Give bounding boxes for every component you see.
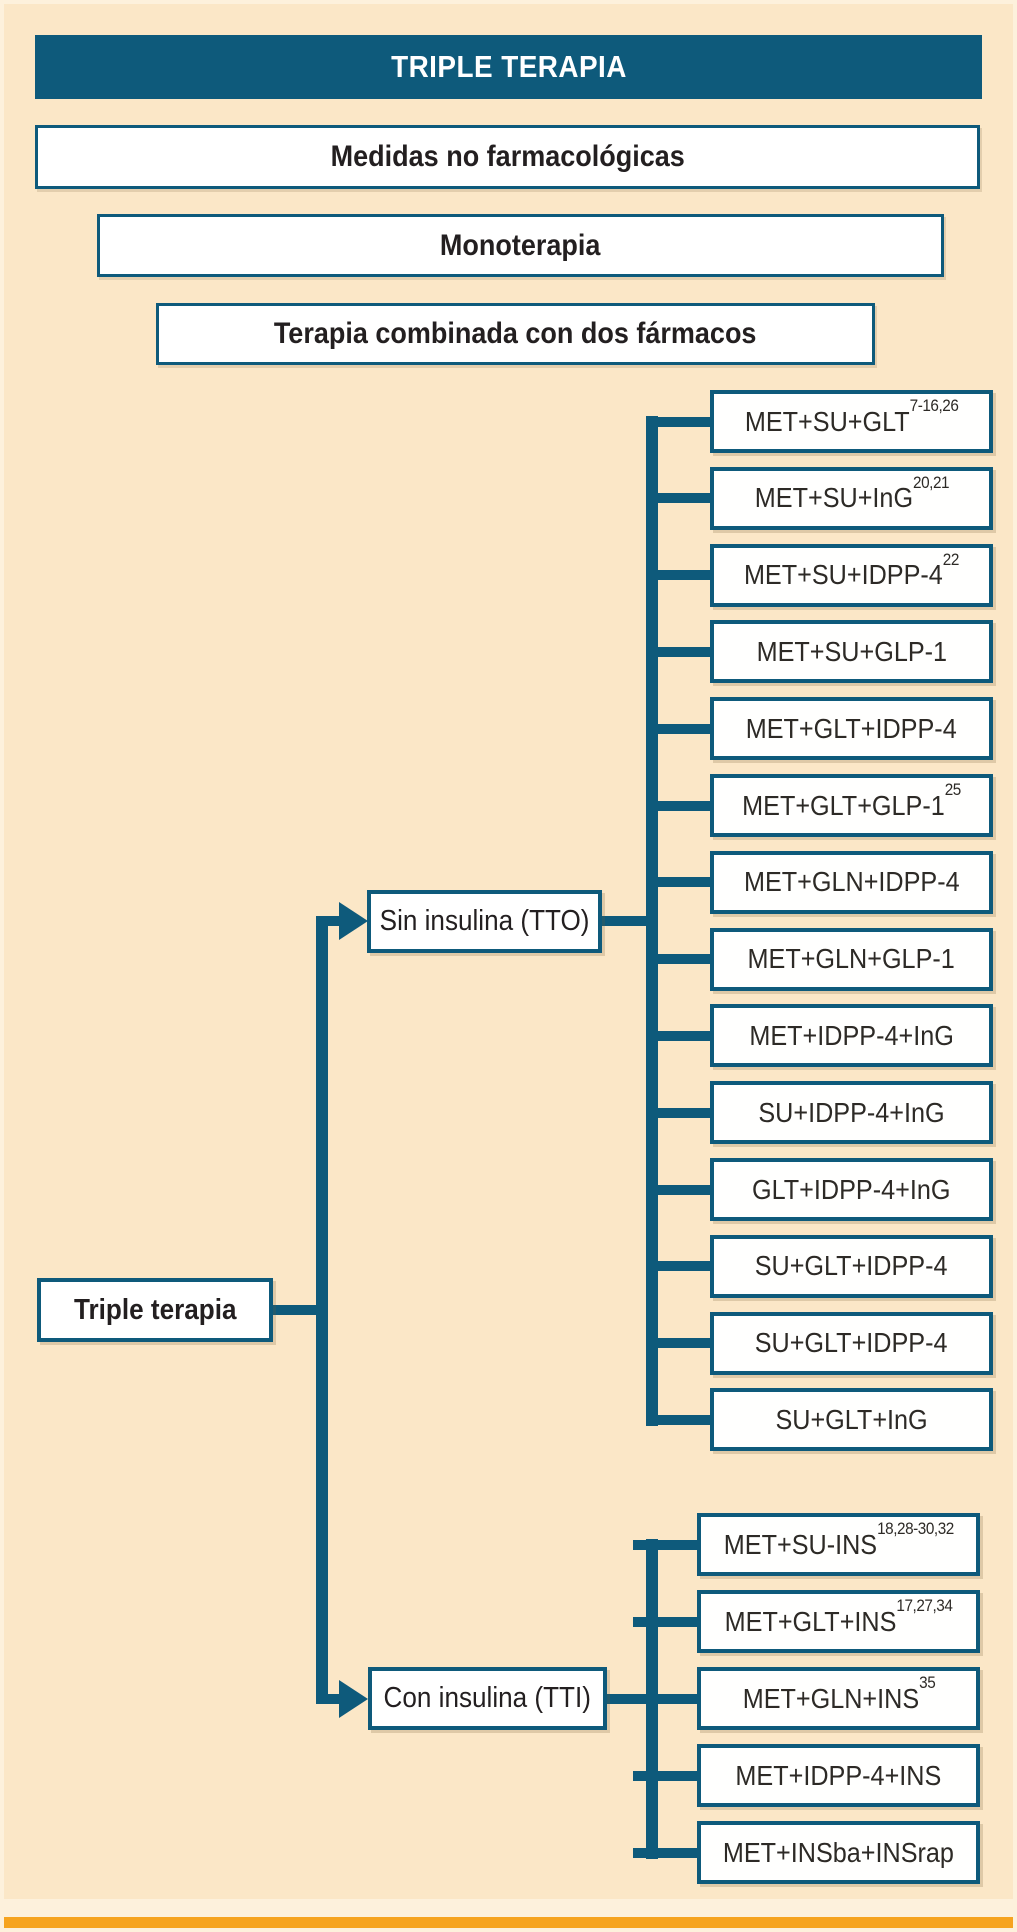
tto-spine-vertical-line <box>646 416 658 1426</box>
leaf-box: SU+IDPP-4+InG <box>646 1081 993 1145</box>
leaf-box: MET+GLT+GLP-125 <box>646 774 993 837</box>
stage-label: Medidas no farmacológicas <box>330 140 685 173</box>
leaf-box: MET+SU+GLP-1 <box>646 620 993 684</box>
leaf-box: MET+IDPP-4+INS <box>633 1744 980 1807</box>
tto-to-spine-line <box>598 916 652 926</box>
branch-label: Sin insulina (TTO) <box>379 905 590 937</box>
root-label: Triple terapia <box>73 1293 237 1326</box>
tto-arrow-line <box>316 916 342 926</box>
leaf-box: SU+GLT+InG <box>646 1388 993 1452</box>
stage-label: Terapia combinada con dos fármacos <box>274 317 757 350</box>
leaf-box: MET+SU-INS18,28-30,32 <box>633 1513 980 1576</box>
branch-label: Con insulina (TTI) <box>383 1682 592 1714</box>
page-title: TRIPLE TERAPIA <box>390 49 627 84</box>
tti-arrow-line <box>316 1694 342 1704</box>
branch-node-con-insulina-tti: Con insulina (TTI) <box>368 1667 607 1730</box>
stage-label: Monoterapia <box>440 228 601 262</box>
leaf-box: MET+GLT+IDPP-4 <box>646 697 993 761</box>
stage-box-medidas-no-farmacologicas: Medidas no farmacológicas <box>35 125 980 189</box>
leaf-box: MET+SU+IDPP-422 <box>646 543 993 607</box>
leaf-box: GLT+IDPP-4+InG <box>646 1158 993 1221</box>
branch-node-sin-insulina-tto: Sin insulina (TTO) <box>367 890 602 953</box>
root-node-triple-terapia: Triple terapia <box>37 1278 273 1342</box>
leaf-box: MET+SU+InG20,21 <box>646 466 993 530</box>
leaf-box: MET+GLT+INS17,27,34 <box>633 1590 980 1653</box>
tto-arrowhead-icon <box>339 902 368 940</box>
root-connector-line <box>273 1305 328 1315</box>
leaf-box: MET+GLN+IDPP-4 <box>646 850 993 914</box>
leaf-box: MET+INSba+INSrap <box>633 1821 980 1884</box>
footer-orange-bar <box>0 1917 1017 1932</box>
tti-to-spine-line <box>603 1694 657 1704</box>
footer-light-strip <box>0 1899 1017 1917</box>
stage-box-monoterapia: Monoterapia <box>97 214 944 277</box>
leaf-box: SU+GLT+IDPP-4 <box>646 1311 993 1375</box>
leaf-box: MET+IDPP-4+InG <box>646 1004 993 1068</box>
leaf-box: SU+GLT+IDPP-4 <box>646 1234 993 1298</box>
tti-arrowhead-icon <box>339 1680 368 1718</box>
leaf-box: MET+GLN+INS35 <box>633 1667 980 1730</box>
leaf-box: MET+SU+GLT7-16,26 <box>646 390 993 453</box>
header-banner: TRIPLE TERAPIA <box>35 35 982 99</box>
stage-box-terapia-combinada: Terapia combinada con dos fármacos <box>156 303 875 365</box>
leaf-box: MET+GLN+GLP-1 <box>646 927 993 991</box>
